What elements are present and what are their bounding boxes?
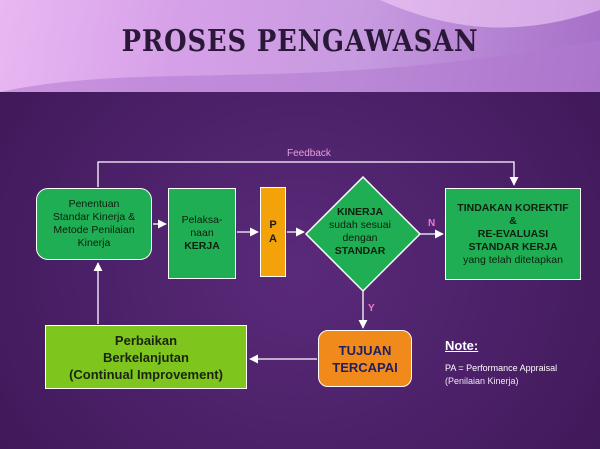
node-text: Penentuan — [68, 198, 120, 210]
node-text: sudah sesuai — [329, 219, 391, 231]
no-label: N — [428, 218, 436, 229]
yes-label: Y — [368, 303, 375, 314]
goal-achieved-box: TUJUAN TERCAPAI — [318, 330, 412, 387]
banner-decoration — [0, 0, 600, 92]
note-panel: Note: PA = Performance Appraisal (Penila… — [445, 338, 557, 386]
node-text: Pelaksa- — [181, 214, 223, 226]
node-text: TUJUAN — [338, 342, 392, 358]
node-text: Standar Kinerja & — [52, 211, 136, 223]
node-text: P — [269, 219, 277, 231]
node-text: KERJA — [184, 240, 220, 252]
node-text: STANDAR — [334, 245, 386, 257]
corrective-action-box: TINDAKAN KOREKTIF & RE-EVALUASI STANDAR … — [445, 188, 581, 280]
performance-appraisal-box: P A — [260, 187, 286, 277]
note-definition: PA = Performance Appraisal — [445, 363, 558, 373]
feedback-arrow — [97, 161, 519, 187]
node-text: & — [509, 214, 517, 227]
continual-improvement-box: Perbaikan Berkelanjutan (Continual Impro… — [45, 325, 247, 389]
note-translation: (Penilaian Kinerja) — [445, 376, 519, 386]
node-text: RE-EVALUASI — [477, 227, 549, 240]
node-text: Metode Penilaian — [53, 224, 135, 236]
node-text: dengan — [342, 232, 378, 244]
work-execution-box: Pelaksa- naan KERJA — [168, 188, 236, 279]
node-text: STANDAR KERJA — [468, 240, 558, 253]
node-text: yang telah ditetapkan — [463, 253, 563, 266]
feedback-label: Feedback — [287, 148, 331, 159]
node-text: (Continual Improvement) — [69, 366, 223, 382]
standard-setting-box: Penentuan Standar Kinerja & Metode Penil… — [36, 188, 152, 260]
node-text: KINERJA — [336, 206, 384, 218]
decision-text: KINERJA sudah sesuai dengan STANDAR — [310, 206, 410, 258]
node-text: Berkelanjutan — [103, 349, 189, 365]
node-text: TINDAKAN KOREKTIF — [457, 201, 569, 214]
node-text: Perbaikan — [114, 332, 178, 348]
node-text: Kinerja — [77, 237, 111, 249]
node-text: TERCAPAI — [332, 359, 398, 375]
title-banner: PROSES PENGAWASAN — [0, 0, 600, 92]
node-text: A — [269, 233, 277, 245]
page-title: PROSES PENGAWASAN — [121, 24, 479, 59]
node-text: naan — [190, 227, 214, 239]
note-title: Note: — [445, 338, 479, 353]
